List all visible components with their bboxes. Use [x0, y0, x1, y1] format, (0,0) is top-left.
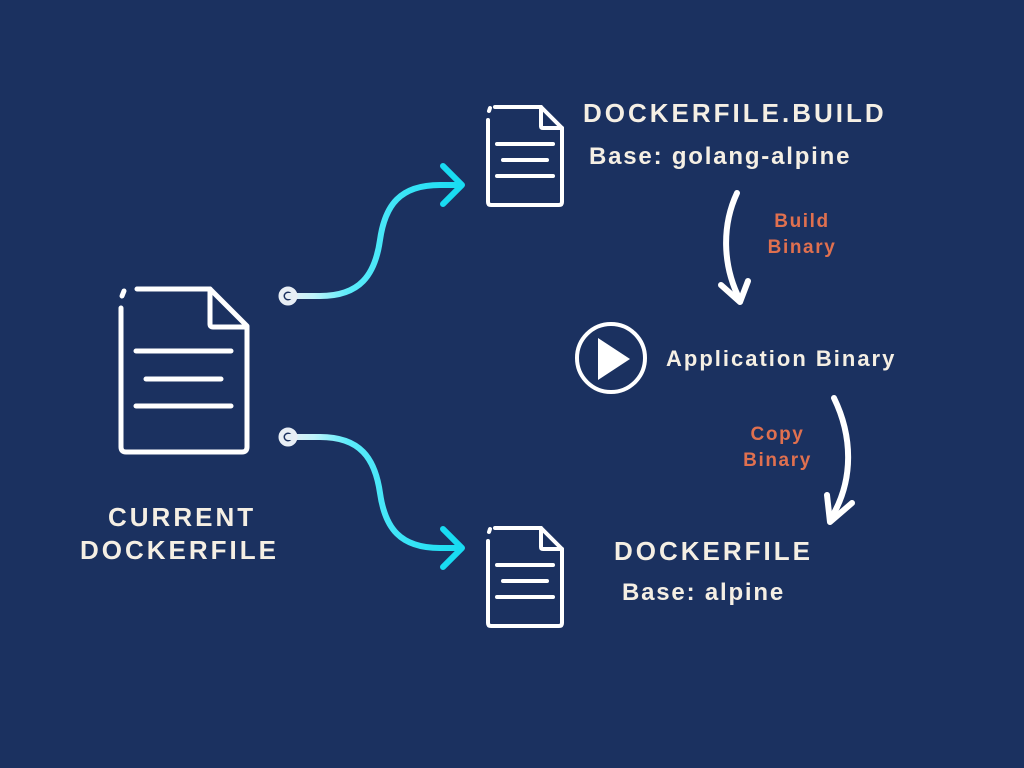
arrow-origin-dot — [278, 427, 298, 447]
current-dockerfile-document-icon — [118, 286, 250, 455]
copy-binary-note-line2: Binary — [743, 450, 812, 471]
build-file-base: Base: golang-alpine — [589, 143, 852, 170]
build-binary-note: Build Binary — [762, 209, 842, 261]
build-file-document-icon — [486, 105, 564, 207]
play-circle-icon — [575, 322, 647, 394]
application-binary-label: Application Binary — [666, 346, 897, 371]
arrow-to-build-file — [278, 163, 465, 306]
build-binary-note-line2: Binary — [767, 237, 837, 258]
copy-binary-arrow — [824, 395, 855, 525]
arrow-origin-dot — [278, 286, 298, 306]
current-dockerfile-label-line1: CURRENT — [108, 502, 257, 532]
copy-binary-note-line1: Copy — [750, 424, 805, 445]
final-file-title: DOCKERFILE — [614, 536, 813, 566]
copy-binary-note: Copy Binary — [735, 422, 820, 474]
arrow-to-final-file — [278, 427, 465, 570]
final-file-base: Base: alpine — [622, 579, 785, 606]
current-dockerfile-label-line2: DOCKERFILE — [80, 535, 279, 565]
build-binary-arrow — [718, 190, 751, 305]
final-file-document-icon — [486, 526, 564, 628]
build-binary-note-line1: Build — [774, 211, 830, 232]
build-file-title: DOCKERFILE.BUILD — [583, 98, 887, 128]
